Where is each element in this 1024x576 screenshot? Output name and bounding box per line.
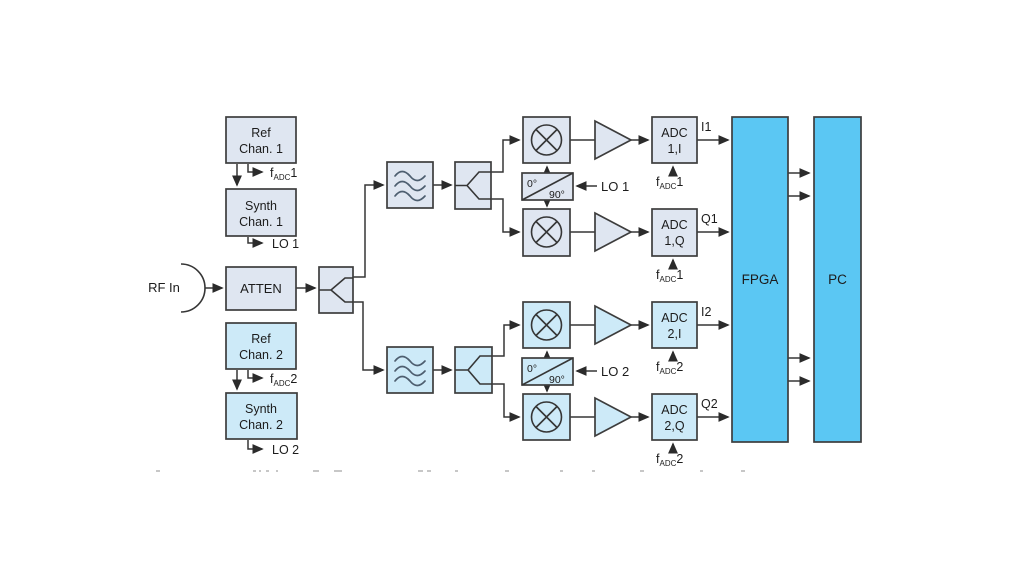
adc2q-label-1: ADC — [661, 403, 687, 417]
phase-diagonal — [521, 172, 574, 201]
wire-synth2-lo-branch — [247, 440, 264, 455]
adc1q-label-1: ADC — [661, 218, 687, 232]
phase-shifter-ch1: 0° 90° — [521, 172, 574, 201]
ref2-clock-label: fADC2 — [270, 372, 297, 388]
adc-ch1-q: ADC 1,Q — [651, 208, 698, 257]
adc-ch1-i: ADC 1,I — [651, 116, 698, 164]
synth2-lo-label: LO 2 — [272, 443, 299, 457]
power-splitter-3 — [454, 346, 493, 394]
phase1-ninety-label: 90° — [549, 189, 565, 201]
ref-chan2-box — [225, 322, 297, 370]
adc1i-label-1: ADC — [661, 126, 687, 140]
amplifier-ch2-q — [594, 396, 633, 438]
wire-splitter3-to-mixer2i — [492, 319, 521, 357]
mixer-ch2-q — [522, 393, 571, 441]
adc-ch2-q: ADC 2,Q — [651, 393, 698, 441]
splitter-fork-icon — [455, 355, 492, 385]
ref-chan1-label-2: Chan. 1 — [239, 142, 283, 156]
atten-box — [225, 266, 297, 311]
synth-chan1-box — [225, 188, 297, 237]
mixer-ch2-i — [522, 301, 571, 349]
splitter-fork-icon — [455, 171, 491, 200]
amplifier-ch1-i — [594, 119, 633, 161]
wire-ref2-clock-branch — [247, 370, 264, 384]
mixer-icon — [530, 401, 563, 433]
adc2i-clock-label: fADC2 — [656, 360, 683, 376]
output-i1-label: I1 — [701, 120, 711, 134]
adc1i-clock-label: fADC1 — [656, 175, 683, 191]
mixer-icon — [530, 309, 563, 341]
phase2-zero-label: 0° — [527, 363, 537, 375]
ref1-clock-label: fADC1 — [270, 166, 297, 182]
lo2-label: LO 2 — [601, 364, 629, 379]
phase1-zero-label: 0° — [527, 178, 537, 190]
splitter-fork-icon — [319, 277, 353, 303]
atten-label: ATTEN — [240, 281, 282, 296]
wire-splitter1-to-filter2 — [353, 301, 385, 376]
synth-chan1-label-1: Synth — [245, 199, 277, 213]
wire-splitter2-to-mixer1q — [491, 198, 521, 238]
adc1q-label-2: 1,Q — [664, 234, 684, 248]
output-i2-label: I2 — [701, 305, 711, 319]
output-q1-label: Q1 — [701, 212, 718, 226]
synth-chan2-label-1: Synth — [245, 402, 277, 416]
ref-chan2-label-1: Ref — [251, 332, 271, 346]
synth1-lo-label: LO 1 — [272, 237, 299, 251]
mixer-icon — [530, 124, 563, 156]
adc2i-label-1: ADC — [661, 311, 687, 325]
fpga-box — [731, 116, 789, 443]
wire-splitter1-to-filter1 — [353, 179, 385, 278]
power-splitter-2 — [454, 161, 492, 210]
adc2q-label-2: 2,Q — [664, 419, 684, 433]
mixer-ch1-q — [522, 208, 571, 257]
rf-input-port-icon — [180, 263, 206, 313]
rf-in-label: RF In — [148, 280, 180, 295]
wire-splitter3-to-mixer2q — [492, 383, 521, 423]
filter-wave-icon — [394, 355, 426, 387]
pc-box — [813, 116, 862, 443]
wires — [205, 134, 811, 455]
bandpass-filter-1 — [386, 161, 434, 209]
lo1-label: LO 1 — [601, 179, 629, 194]
wire-ref1-clock-branch — [247, 164, 264, 178]
fpga-label: FPGA — [742, 272, 779, 287]
power-splitter-1 — [318, 266, 354, 314]
output-q2-label: Q2 — [701, 397, 718, 411]
filter-wave-icon — [394, 170, 426, 202]
bandpass-filter-2 — [386, 346, 434, 394]
wire-synth1-lo-branch — [247, 237, 264, 249]
adc2q-clock-label: fADC2 — [656, 452, 683, 468]
mixer-ch1-i — [522, 116, 571, 164]
adc2i-label-2: 2,I — [668, 327, 682, 341]
wire-splitter2-to-mixer1i — [491, 134, 521, 173]
phase2-ninety-label: 90° — [549, 374, 565, 386]
synth-chan1-label-2: Chan. 1 — [239, 215, 283, 229]
amplifier-ch2-i — [594, 304, 633, 346]
ref-chan1-box — [225, 116, 297, 164]
ref-chan1-label-1: Ref — [251, 126, 271, 140]
ref-chan2-label-2: Chan. 2 — [239, 348, 283, 362]
mixer-icon — [530, 216, 563, 248]
pc-label: PC — [828, 272, 847, 287]
synth-chan2-label-2: Chan. 2 — [239, 418, 283, 432]
cropped-caption-remnants — [156, 470, 745, 472]
adc1i-label-2: 1,I — [668, 142, 682, 156]
phase-shifter-ch2: 0° 90° — [521, 357, 574, 386]
adc1q-clock-label: fADC1 — [656, 268, 683, 284]
synth-chan2-box — [225, 392, 298, 440]
amplifier-ch1-q — [594, 211, 633, 253]
adc-ch2-i: ADC 2,I — [651, 301, 698, 349]
phase-diagonal — [521, 357, 574, 386]
